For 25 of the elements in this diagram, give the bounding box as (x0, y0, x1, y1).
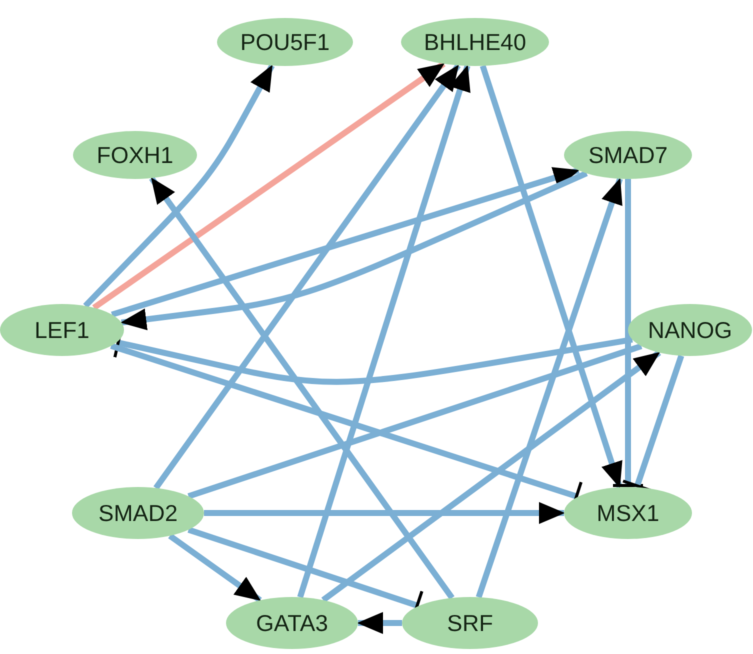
connector (92, 61, 446, 310)
gene-label: BHLHE40 (424, 28, 526, 56)
connector (476, 178, 623, 598)
gene-label: SMAD7 (588, 142, 668, 168)
gene-label: LEF1 (34, 316, 90, 344)
gene-label: POU5F1 (240, 28, 330, 56)
gene-ellipse (628, 304, 752, 356)
connector (613, 179, 643, 487)
gene-label: SMAD2 (98, 500, 178, 526)
connector (188, 343, 642, 500)
gene-ellipse (72, 487, 204, 539)
gene-label: NANOG (648, 316, 732, 344)
gene-ellipse (0, 304, 124, 356)
connector (83, 64, 275, 308)
gene-label: FOXH1 (96, 142, 174, 168)
connector (168, 533, 262, 603)
gene-label: GATA3 (256, 610, 328, 636)
connector (357, 612, 402, 634)
connector (321, 350, 662, 602)
gene-label: SRF (447, 610, 493, 636)
connector (204, 502, 565, 524)
connector (153, 64, 461, 490)
connector (297, 64, 470, 598)
connector (149, 176, 454, 600)
gene-label: MSX1 (596, 500, 660, 526)
